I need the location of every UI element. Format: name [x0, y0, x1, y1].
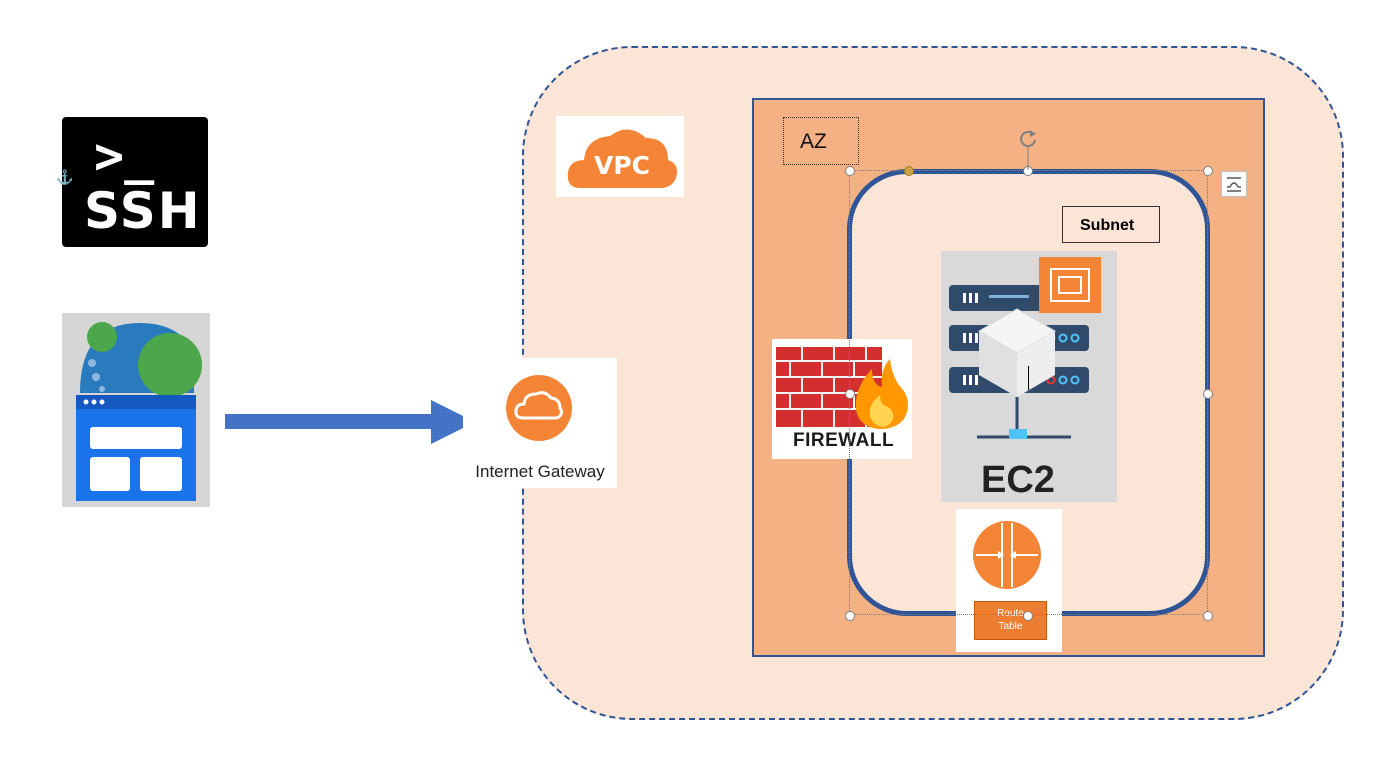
- internet-gateway[interactable]: Internet Gateway: [463, 358, 617, 488]
- connection-arrow: [225, 400, 475, 444]
- resize-handle[interactable]: [1203, 389, 1213, 399]
- resize-handle[interactable]: [1203, 611, 1213, 621]
- ssh-terminal-icon[interactable]: >_ SSH: [62, 117, 208, 247]
- text-cursor: [1028, 366, 1029, 390]
- resize-handle[interactable]: [845, 611, 855, 621]
- selection-frame[interactable]: [845, 166, 1213, 621]
- web-app-icon[interactable]: [62, 313, 210, 507]
- vpc-cloud-icon[interactable]: VPC: [556, 116, 684, 197]
- ssh-prompt: >_: [94, 127, 155, 185]
- rotate-handle-icon[interactable]: [1017, 126, 1039, 170]
- route-table-icon[interactable]: Route Table: [956, 509, 1062, 652]
- ssh-label: SSH: [84, 182, 202, 240]
- subnet-label[interactable]: Subnet: [1062, 206, 1160, 243]
- internet-gateway-cloud-icon: [506, 375, 572, 441]
- resize-handle[interactable]: [1203, 166, 1213, 176]
- anchor-icon[interactable]: ⚓: [56, 169, 74, 185]
- firewall-icon[interactable]: FIREWALL: [772, 339, 912, 459]
- resize-handle[interactable]: [1023, 611, 1033, 621]
- resize-handle[interactable]: [845, 389, 855, 399]
- ec2-label: EC2: [981, 459, 1055, 501]
- ec2-server-icon[interactable]: EC2: [941, 251, 1117, 502]
- route-table-label: Route Table: [974, 601, 1047, 640]
- layout-options-icon[interactable]: [1221, 171, 1247, 197]
- az-label[interactable]: AZ: [783, 117, 859, 165]
- internet-gateway-label: Internet Gateway: [475, 462, 605, 481]
- adjust-handle[interactable]: [904, 166, 914, 176]
- vpc-icon-label: VPC: [594, 151, 650, 180]
- resize-handle[interactable]: [845, 166, 855, 176]
- firewall-label: FIREWALL: [793, 430, 895, 451]
